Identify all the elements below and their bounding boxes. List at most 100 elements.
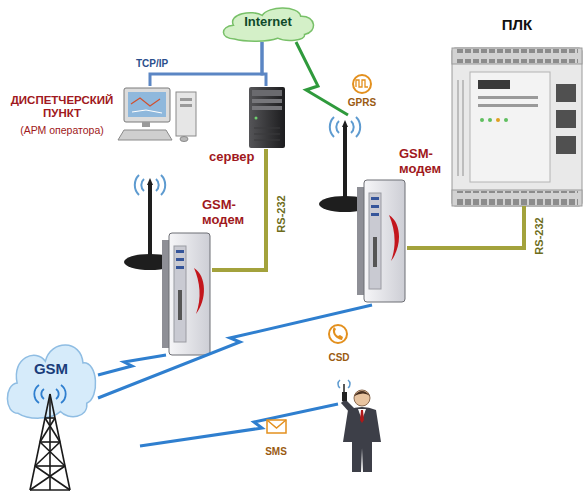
plc-device: [478, 104, 538, 107]
phone-icon: [329, 325, 347, 343]
person-figure: [338, 380, 340, 388]
device-label: ПЛК: [490, 16, 544, 33]
gsm-tower: [30, 466, 65, 490]
antenna-icon: [156, 179, 159, 191]
gsm-network-cloud: GSM: [4, 336, 98, 420]
workstation-icon: [142, 122, 150, 127]
device-label: GSM-модем: [202, 198, 256, 228]
plc-device: [504, 118, 508, 122]
envelope-icon: [267, 420, 286, 433]
workstation-icon: [132, 110, 162, 113]
device-label: GSM-модем: [399, 147, 449, 177]
server-icon: [254, 134, 280, 135]
sms-lightning: [140, 404, 338, 446]
server-icon: [255, 117, 258, 120]
device-label: ДИСПЕТЧЕРСКИЙ ПУНКТ: [4, 94, 120, 120]
plc-device: [456, 191, 578, 205]
signal-waves: [61, 385, 66, 403]
device-label: сервер: [209, 150, 261, 165]
gsm-modem-icon: [371, 213, 379, 216]
plc-device: [556, 136, 576, 154]
gsm-tower: [35, 466, 70, 490]
phone-icon: [329, 325, 347, 343]
gsm-modem-icon: [176, 258, 184, 261]
server-icon: [252, 106, 282, 110]
server-icon: [249, 87, 285, 148]
tcpip-line: [262, 42, 266, 86]
workstation-icon: [128, 92, 166, 117]
gsm-tower: [30, 385, 70, 490]
gsm-modem-icon: [162, 233, 210, 355]
antenna-icon: [135, 175, 139, 195]
gprs-icon: [353, 75, 371, 93]
device-label: (АРМ оператора): [4, 124, 120, 136]
gsm-network-cloud: [4, 336, 98, 420]
person-figure: [360, 410, 364, 423]
gsm-modem-icon: [178, 290, 182, 320]
plc-device: [480, 118, 484, 122]
phone-icon: [333, 327, 343, 340]
gsm-modem-icon: [357, 180, 405, 302]
envelope-icon: [267, 420, 286, 428]
plc: ПЛК: [452, 48, 582, 206]
person-figure: [343, 407, 381, 472]
plc-device: [556, 110, 576, 128]
envelope-icon: [267, 420, 286, 433]
gprs-icon: [353, 75, 371, 93]
gprs-lightning: [296, 42, 348, 115]
signal-waves: [34, 385, 39, 403]
antenna-icon: [141, 179, 144, 191]
plc-device: [452, 48, 582, 64]
person-figure: [343, 384, 345, 392]
antenna-icon: [336, 121, 339, 133]
server-icon: [252, 90, 282, 96]
plc-device: [452, 190, 582, 206]
gsm-modem-icon: [174, 246, 186, 342]
internet-cloud: Internet: [220, 4, 316, 42]
gsm-modem-icon: [176, 266, 184, 269]
person-figure: [341, 399, 355, 413]
plc-device: [457, 80, 459, 176]
server-icon: [252, 99, 282, 103]
plc-device: [470, 72, 550, 182]
workstation-icon: [124, 88, 170, 122]
plc-device: [556, 84, 576, 102]
gsm-tower: [40, 442, 65, 466]
antenna-icon: [343, 127, 347, 198]
workstation-icon: [131, 98, 160, 106]
antenna-icon: [161, 175, 165, 195]
plc-device: [478, 80, 510, 89]
plc-device: [478, 96, 538, 99]
person-figure: [354, 390, 370, 406]
person-figure: [348, 380, 350, 388]
gprs-icon: [356, 80, 368, 87]
gsm-network-cloud: [7, 345, 95, 418]
signal-waves: [41, 389, 44, 399]
cloud-label: GSM: [34, 360, 68, 377]
signal-waves: [56, 389, 59, 399]
person-figure: [342, 392, 347, 401]
gsm-modem: GSM-модем: [325, 115, 407, 305]
rs232-cable: [407, 206, 524, 248]
person-figure: [354, 391, 370, 396]
plc-device: [488, 118, 492, 122]
plc-device: [452, 48, 582, 206]
plc-device: [496, 118, 500, 122]
plc-device: [462, 80, 464, 176]
gsm-modem-icon: [176, 250, 184, 253]
gsm-modem-icon: [369, 193, 381, 289]
sms-lightning: [140, 404, 338, 446]
antenna-icon: [351, 121, 354, 133]
edge-label: RS-232: [275, 193, 287, 234]
server-icon: [249, 87, 285, 148]
workstation-icon: [176, 92, 196, 136]
workstation-icon: [180, 137, 188, 142]
person-figure: [338, 380, 381, 472]
workstation-icon: [180, 104, 192, 107]
plc-device: [456, 49, 578, 63]
cloud-label: Internet: [244, 15, 292, 30]
sms-label: SMS: [263, 446, 289, 457]
antenna-icon: [342, 120, 348, 127]
internet-cloud: [223, 8, 313, 41]
